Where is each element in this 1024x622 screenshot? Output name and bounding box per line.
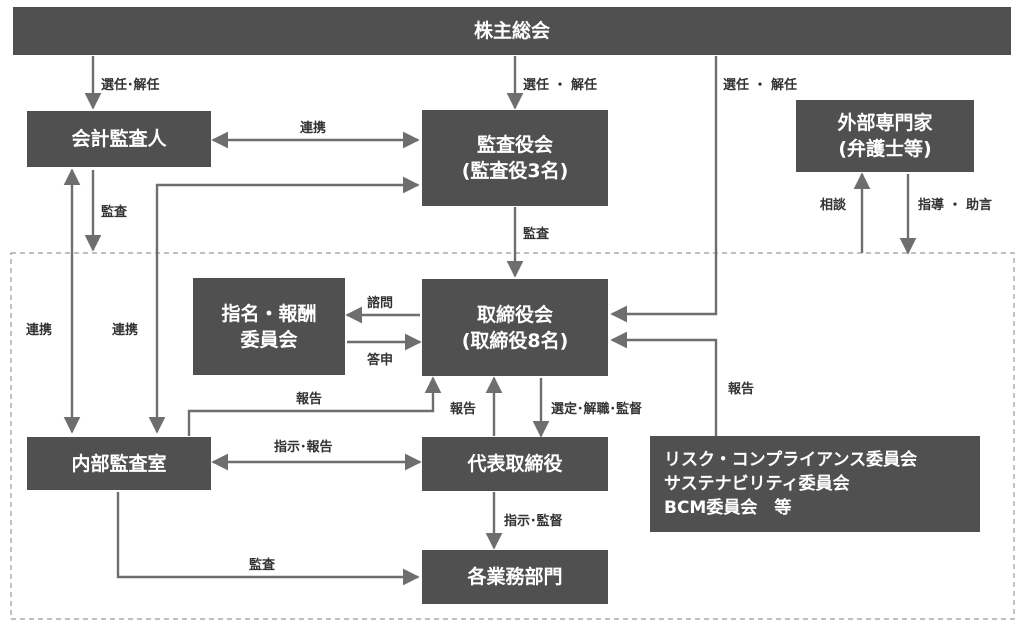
nomination-committee-label: 指名・報酬 xyxy=(221,302,317,325)
audit-board-box: 監査役会 (監査役3名) xyxy=(422,110,608,206)
shareholders-label: 株主総会 xyxy=(473,20,550,42)
business-departments-label: 各業務部門 xyxy=(467,566,563,588)
label-audit-auditor: 監査 xyxy=(101,205,128,220)
label-answer: 答申 xyxy=(367,353,394,368)
label-elect-dismiss-auditor: 選任･解任 xyxy=(101,78,160,93)
board-of-directors-box: 取締役会 (取締役8名) xyxy=(422,279,608,376)
label-audit-departments: 監査 xyxy=(249,558,276,573)
board-label: 取締役会 xyxy=(476,303,553,326)
label-instruct-report: 指示･報告 xyxy=(274,440,333,455)
arrow-report-1 xyxy=(187,376,442,436)
label-consult: 相談 xyxy=(820,198,847,213)
arrow-report-3 xyxy=(610,331,718,436)
label-report-rep-director: 報告 xyxy=(450,402,477,417)
representative-director-box: 代表取締役 xyxy=(422,437,608,491)
arrow-cooperation-mid xyxy=(148,176,420,434)
internal-audit-box: 内部監査室 xyxy=(27,437,211,490)
committee-bcm: BCM委員会 等 xyxy=(664,498,792,518)
representative-director-label: 代表取締役 xyxy=(467,453,563,475)
label-cooperation-left: 連携 xyxy=(26,323,53,338)
arrow-audit-3 xyxy=(116,492,420,586)
internal-audit-label: 内部監査室 xyxy=(71,452,167,475)
accounting-auditor-label: 会計監査人 xyxy=(71,128,167,150)
label-elect-dismiss-board: 選任 ・ 解任 xyxy=(723,78,798,93)
shareholders-meeting-box: 株主総会 xyxy=(13,7,1011,55)
audit-board-sublabel: (監査役3名) xyxy=(461,160,569,182)
accounting-auditor-box: 会計監査人 xyxy=(27,111,211,167)
committee-risk-compliance: リスク・コンプライアンス委員会 xyxy=(664,450,918,470)
label-report-internal-audit: 報告 xyxy=(296,392,323,407)
label-guidance: 指導 ・ 助言 xyxy=(918,198,993,213)
label-instruct-supervise: 指示･監督 xyxy=(504,514,563,529)
board-sublabel: (取締役8名) xyxy=(461,329,569,352)
label-inquiry: 諮問 xyxy=(367,296,394,311)
label-audit-board: 監査 xyxy=(523,227,550,242)
label-elect-dismiss-audit-board: 選任 ・ 解任 xyxy=(523,78,598,93)
external-experts-label: 外部専門家 xyxy=(837,112,933,134)
nomination-committee-sublabel: 委員会 xyxy=(240,328,298,351)
committee-sustainability: サステナビリティ委員会 xyxy=(664,474,850,494)
arrow-elect-board xyxy=(610,56,718,323)
audit-board-label: 監査役会 xyxy=(476,134,553,156)
committees-box: リスク・コンプライアンス委員会 サステナビリティ委員会 BCM委員会 等 xyxy=(650,436,980,532)
business-departments-box: 各業務部門 xyxy=(422,550,608,604)
label-cooperation-top: 連携 xyxy=(300,121,327,136)
label-cooperation-mid: 連携 xyxy=(112,323,139,338)
label-report-committees: 報告 xyxy=(728,382,755,397)
external-experts-box: 外部専門家 (弁護士等) xyxy=(796,100,974,172)
external-experts-sublabel: (弁護士等) xyxy=(838,138,932,160)
nomination-committee-box: 指名・報酬 委員会 xyxy=(193,278,345,375)
label-appoint-supervise: 選定･解職･監督 xyxy=(551,402,643,417)
